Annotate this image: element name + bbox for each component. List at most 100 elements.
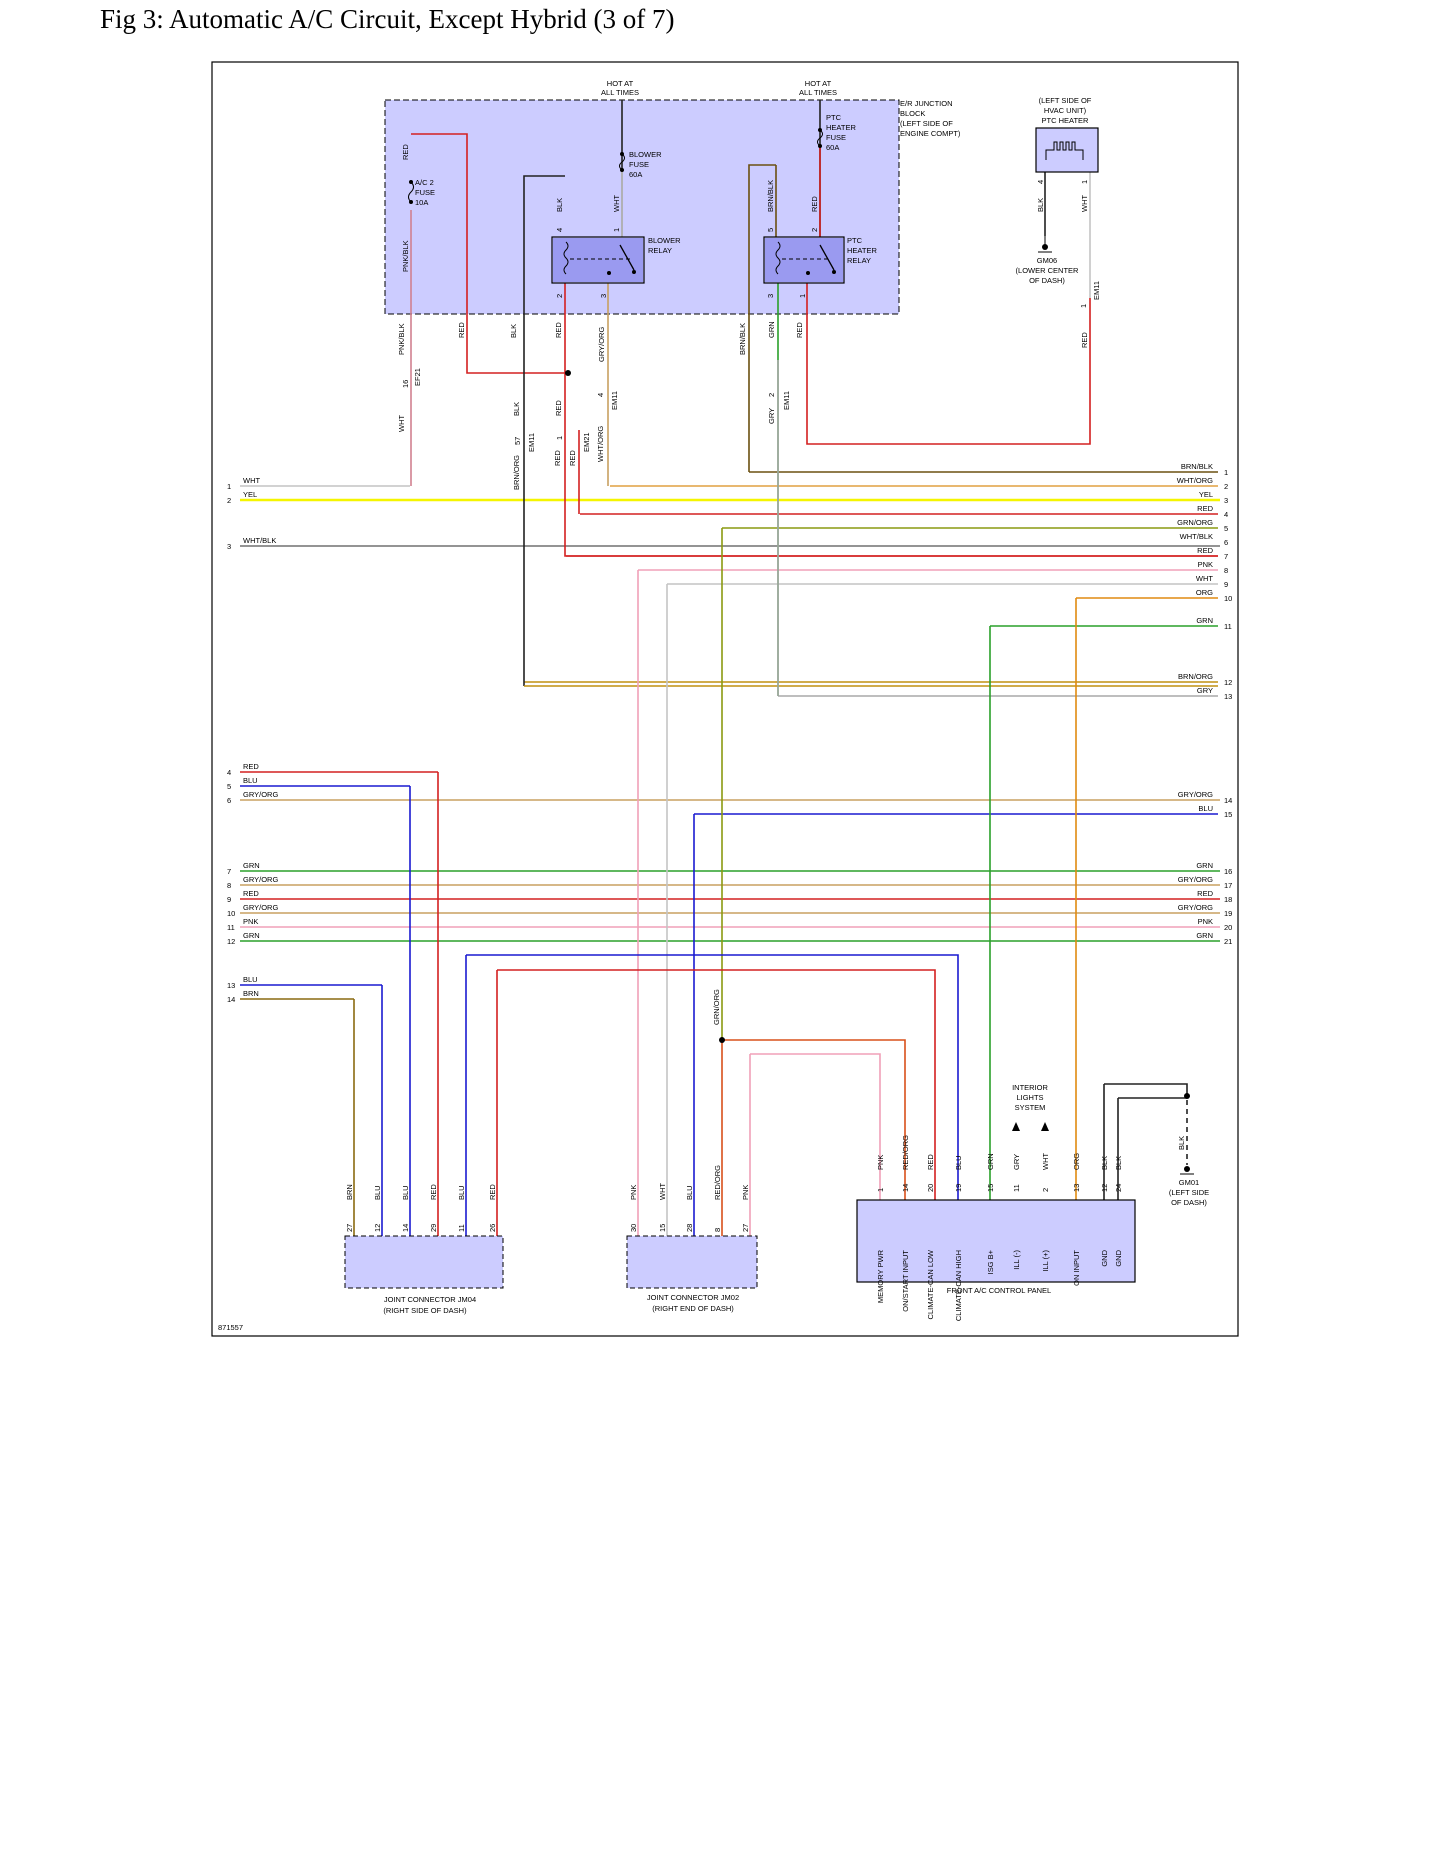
top-pin-br2: 2: [555, 294, 564, 298]
wire-tag-red5: RED: [554, 400, 563, 416]
jm04-pin-color-5: RED: [488, 1184, 497, 1200]
jm02-pin-color-3: RED/ORG: [713, 1165, 722, 1200]
splice-red: [565, 370, 571, 376]
hot-label-2a: HOT AT: [805, 79, 832, 88]
em11-label-3: EM11: [782, 391, 791, 410]
top-pin-em21_1: 1: [555, 436, 564, 440]
right-wire-num-19: 19: [1224, 909, 1232, 918]
er-label-3: ENGINE COMPT): [900, 129, 961, 138]
wire-tag-blk3: BLK: [512, 402, 521, 416]
ptc-relay-coil: [775, 241, 781, 275]
ac2-fuse-label-2: 10A: [415, 198, 428, 207]
wire-ptc-brnblk: [748, 164, 776, 472]
interior-label-1: LIGHTS: [1016, 1093, 1043, 1102]
blower-relay-label-1: RELAY: [648, 246, 672, 255]
panel-pin-num-15: 15: [986, 1184, 995, 1192]
hot-label-2b: ALL TIMES: [799, 88, 837, 97]
blower-relay-coil: [563, 241, 569, 275]
right-wire-label-17: GRY/ORG: [1178, 875, 1213, 884]
left-wire-label-14: BRN: [243, 989, 259, 998]
panel-pin-name-19: CLIMATE-CAN HIGH: [954, 1250, 963, 1321]
right-wire-num-7: 7: [1224, 552, 1228, 561]
wire-tag-red7: RED: [568, 450, 577, 466]
wire-tag-red_ac: RED: [401, 144, 410, 160]
ptc-relay-label-2: RELAY: [847, 256, 871, 265]
wire-ac2-red: [411, 133, 568, 374]
ground-gm01: [1180, 1166, 1194, 1175]
panel-pin-name-20: CLIMATE-CAN LOW: [926, 1249, 935, 1319]
gm06-dot: [1042, 244, 1048, 250]
panel-pin-color-24: BLK: [1114, 1156, 1123, 1170]
panel-pin-color-12: BLK: [1100, 1156, 1109, 1170]
er-label-2: (LEFT SIDE OF: [900, 119, 953, 128]
panel-pin-color-11: GRY: [1012, 1154, 1021, 1170]
ptc-heater-label-1: HVAC UNIT): [1044, 106, 1087, 115]
joint-connector-jm02: [626, 1235, 758, 1289]
left-wire-num-2: 2: [227, 496, 231, 505]
jm02-pin-num-28-2: 28: [685, 1224, 694, 1232]
fuses: [408, 128, 823, 204]
panel-pin-num-2: 2: [1041, 1188, 1050, 1192]
wire-tag-blk_br: BLK: [555, 198, 564, 212]
gm01-label-1: (LEFT SIDE: [1169, 1188, 1209, 1197]
jm04-pin-num-29-3: 29: [429, 1224, 438, 1232]
left-wire-label-9: RED: [243, 889, 259, 898]
er-label-0: E/R JUNCTION: [900, 99, 953, 108]
blower-relay-label-0: BLOWER: [648, 236, 681, 245]
right-wire-label-13: GRY: [1197, 686, 1213, 695]
blower-relay-fill: [553, 238, 643, 282]
wire-tag-pnkblk2: PNK/BLK: [397, 323, 406, 355]
gm06-label-2: OF DASH): [1029, 276, 1065, 285]
panel-pin-name-11: ILL (-): [1012, 1250, 1021, 1270]
blower-relay: [551, 236, 645, 284]
wire-can-low: [497, 969, 936, 1236]
ptc-fuse-label-0: PTC: [826, 113, 842, 122]
right-wire-label-10: ORG: [1196, 588, 1213, 597]
panel-pin-name-12: GND: [1100, 1249, 1109, 1266]
right-wire-num-21: 21: [1224, 937, 1232, 946]
wire-tag-gryorg2: GRY/ORG: [597, 327, 606, 362]
panel-pin-num-19: 19: [954, 1184, 963, 1192]
right-wire-num-2: 2: [1224, 482, 1228, 491]
right-wire-num-10: 10: [1224, 594, 1232, 603]
hot-label-1a: HOT AT: [607, 79, 634, 88]
wire-onstart: [722, 1039, 906, 1236]
left-wire-num-5: 5: [227, 782, 231, 791]
left-wire-num-1: 1: [227, 482, 231, 491]
panel-pin-num-20: 20: [926, 1184, 935, 1192]
jm02-pin-color-1: WHT: [658, 1183, 667, 1200]
em11-label-2: EM11: [610, 391, 619, 410]
panel-pin-num-24: 24: [1114, 1184, 1123, 1192]
ptc-relay-fill: [765, 238, 843, 282]
right-wire-num-5: 5: [1224, 524, 1228, 533]
jm04-label-0: JOINT CONNECTOR JM04: [384, 1295, 476, 1304]
left-wire-label-4: RED: [243, 762, 259, 771]
right-wire-num-12: 12: [1224, 678, 1232, 687]
wire-tag-brnorg3: BRN/ORG: [512, 455, 521, 490]
ptc-fuse-label-2: FUSE: [826, 133, 846, 142]
wire-tag-ptc_blk: BLK: [1036, 198, 1045, 212]
ptc-fuse-symbol: [817, 129, 823, 147]
left-wire-label-2: YEL: [243, 490, 257, 499]
top-pin-em11_4: 4: [596, 393, 605, 397]
ptc-heater-element: [1045, 141, 1084, 160]
ptc-heater: [1035, 127, 1099, 173]
blower-relay-contact: [632, 270, 636, 274]
right-wire-label-8: PNK: [1198, 560, 1213, 569]
ac2-fuse-label-1: FUSE: [415, 188, 435, 197]
wire-tag-blk2: BLK: [509, 324, 518, 338]
jm02-pin-num-30-0: 30: [629, 1224, 638, 1232]
left-wire-num-12: 12: [227, 937, 235, 946]
blower-fuse-label-1: FUSE: [629, 160, 649, 169]
jm04-pin-num-12-1: 12: [373, 1224, 382, 1232]
interior-label-2: SYSTEM: [1015, 1103, 1046, 1112]
panel-pin-name-24: GND: [1114, 1249, 1123, 1266]
right-wire-label-9: WHT: [1196, 574, 1213, 583]
ptc-relay-contact: [832, 270, 836, 274]
panel-pin-name-14: ON/START INPUT: [901, 1250, 910, 1312]
right-wire-label-1: BRN/BLK: [1181, 462, 1213, 471]
top-pin-em11_1: 1: [1079, 304, 1088, 308]
left-wire-num-14: 14: [227, 995, 235, 1004]
top-pin-em11_57: 57: [513, 437, 522, 445]
joint-connector-jm04: [344, 1235, 504, 1289]
